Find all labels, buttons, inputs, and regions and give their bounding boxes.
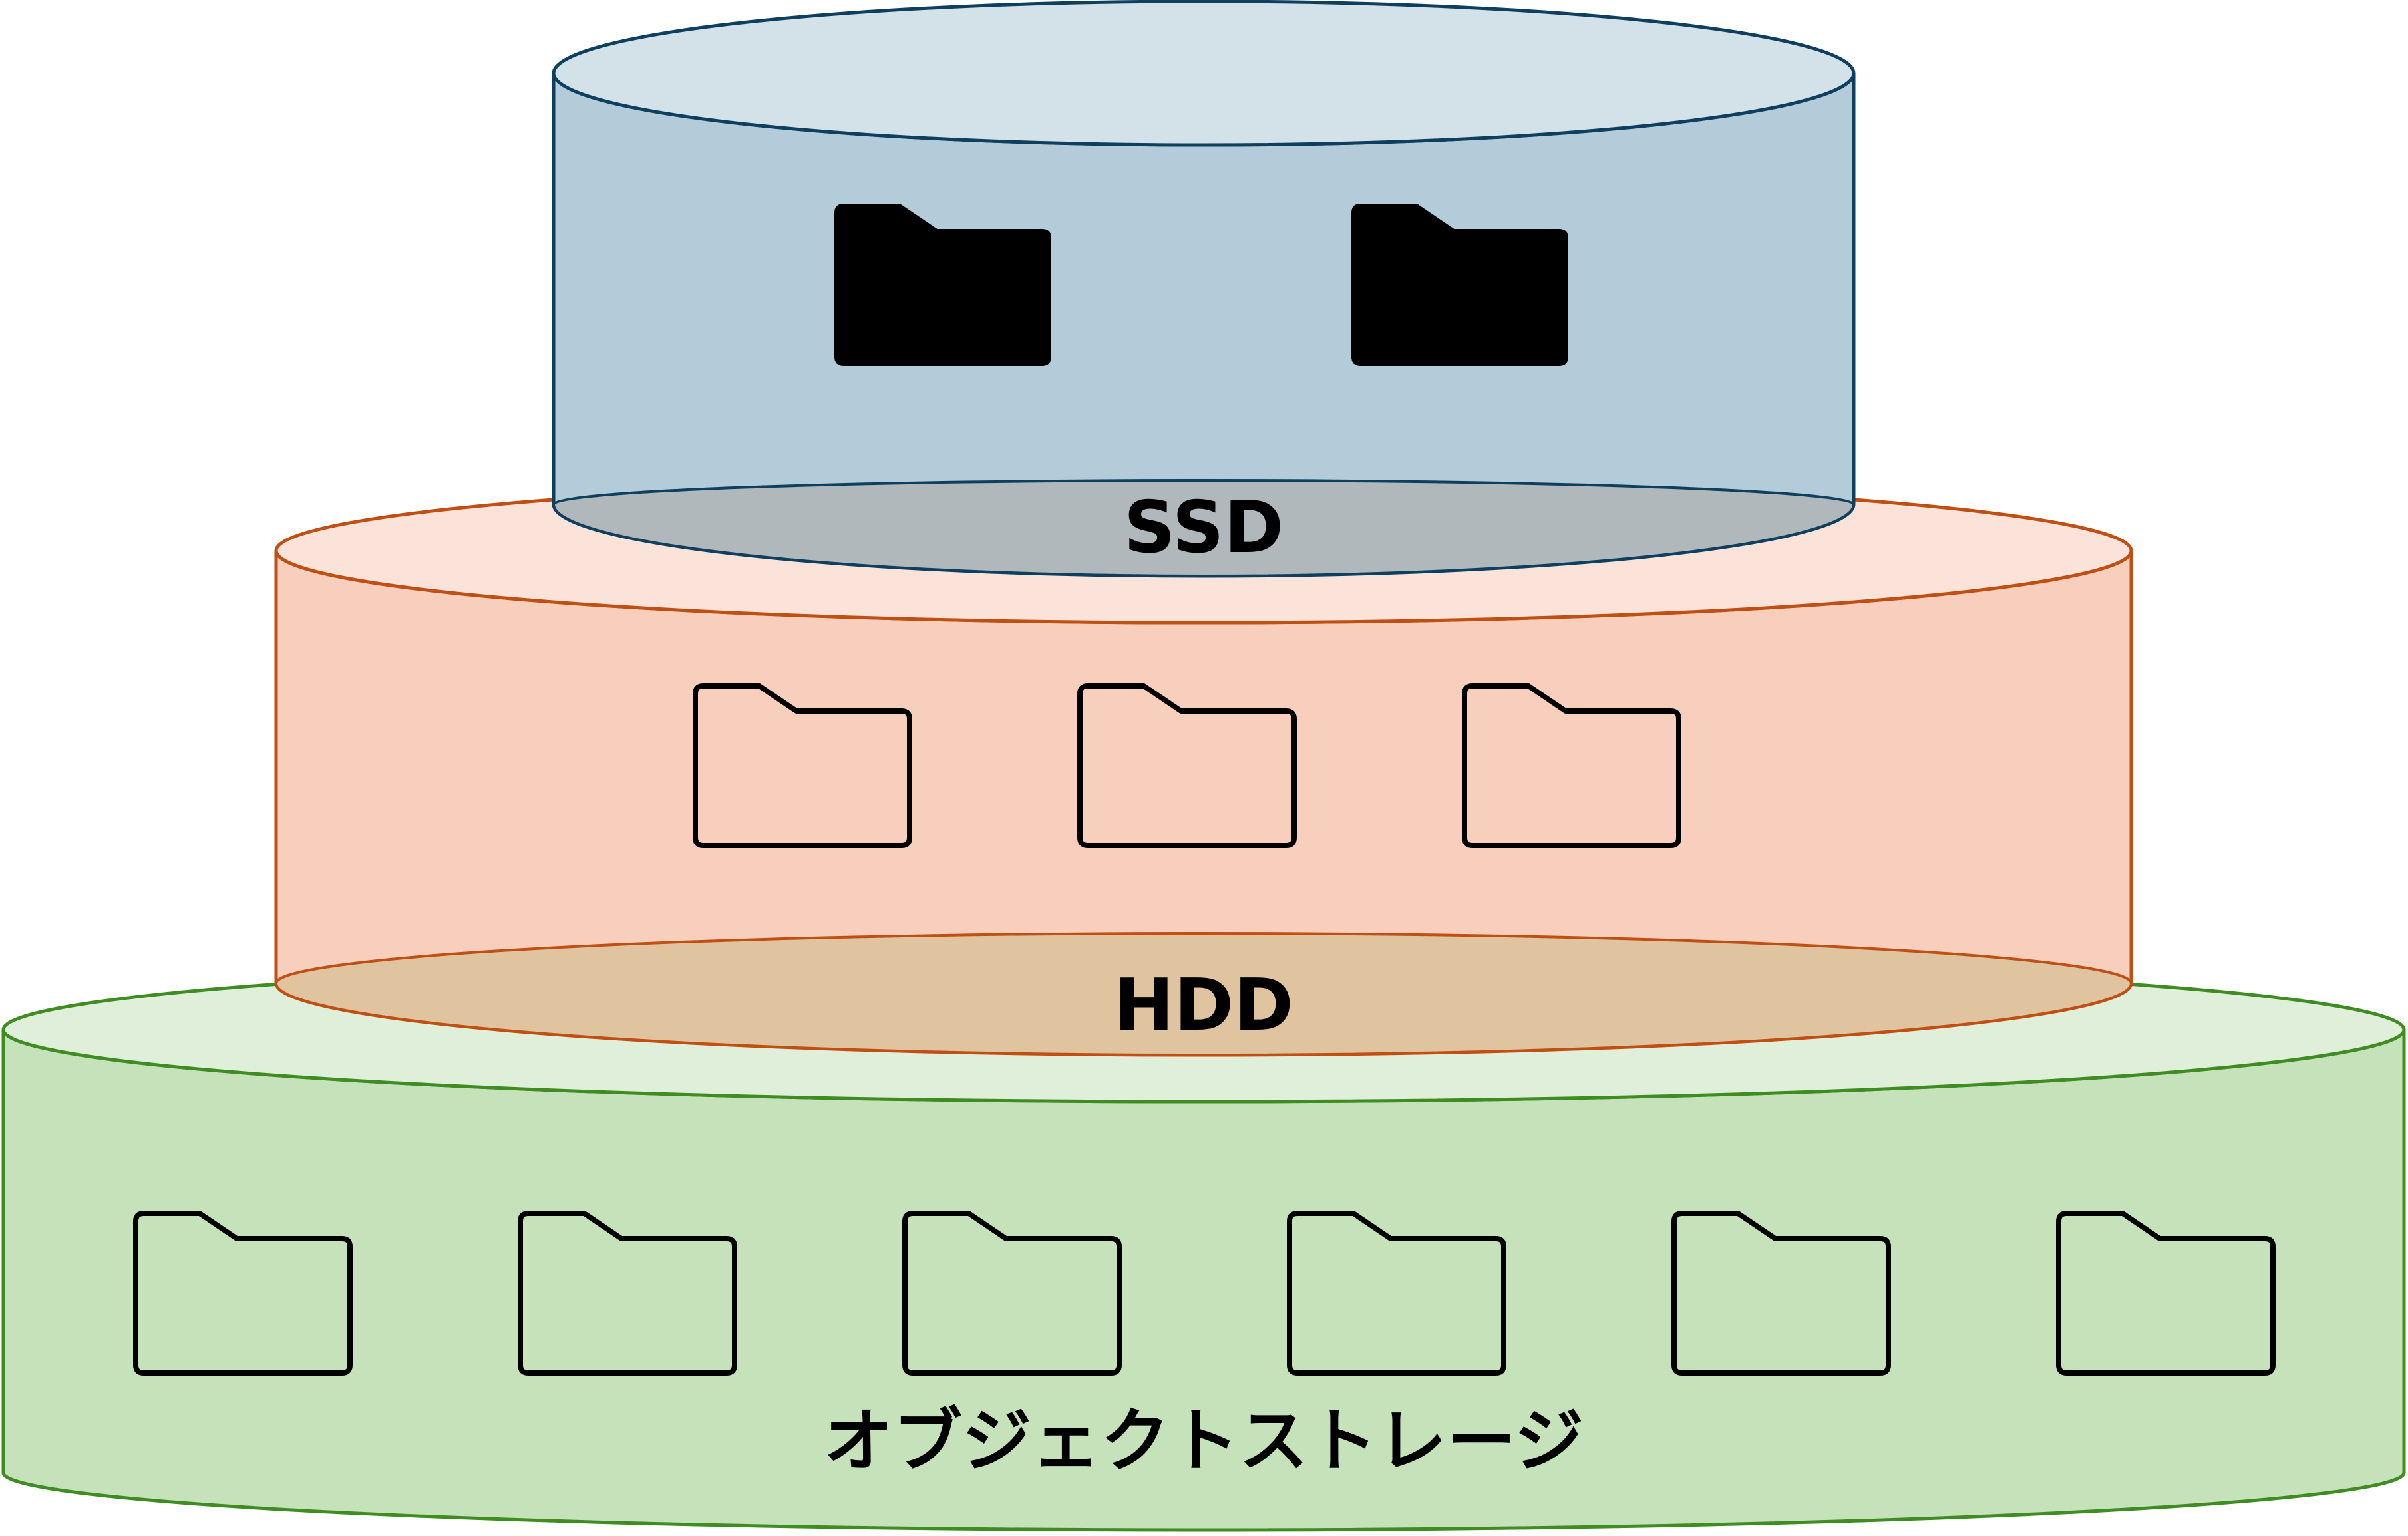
ssd-folder-icon-1 bbox=[834, 204, 1051, 366]
object-storage-folder-icon-1 bbox=[133, 1211, 353, 1376]
ssd-top bbox=[552, 0, 1856, 147]
hdd-label: HDD bbox=[1114, 964, 1293, 1047]
ssd-folders bbox=[834, 204, 1568, 366]
ssd-label: SSD bbox=[1124, 486, 1284, 569]
object-storage-folder-icon-3 bbox=[902, 1211, 1122, 1376]
hdd-folder-icon-2 bbox=[1077, 683, 1297, 848]
object-storage-folder-icon-2 bbox=[518, 1211, 737, 1376]
hdd-folders bbox=[693, 683, 1681, 848]
object-storage-folder-icon-4 bbox=[1287, 1211, 1506, 1376]
hdd-bottom-overlap bbox=[274, 932, 2133, 1056]
ssd-cylinder: SSD bbox=[552, 0, 1856, 578]
object-storage-label: オブジェクトストレージ bbox=[824, 1400, 1584, 1481]
ssd-bottom-overlap bbox=[552, 479, 1856, 577]
object-storage-folder-icon-5 bbox=[1671, 1211, 1891, 1376]
object-storage-folders bbox=[133, 1211, 2276, 1376]
ssd-folder-icon-2 bbox=[1351, 204, 1568, 366]
hdd-folder-icon-1 bbox=[693, 683, 912, 848]
object-storage-folder-icon-6 bbox=[2056, 1211, 2276, 1376]
hdd-folder-icon-3 bbox=[1462, 683, 1681, 848]
